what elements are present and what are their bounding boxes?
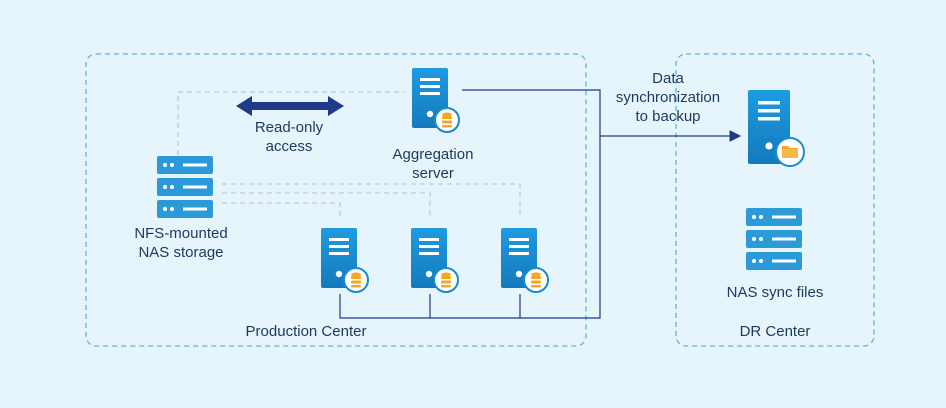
server-database-icon — [320, 227, 369, 293]
sync-line-2: synchronization — [615, 89, 721, 106]
read-only-line-1: Read-only — [254, 119, 324, 136]
aggregation-line-1: Aggregation — [392, 146, 474, 163]
dr-center-label: DR Center — [739, 323, 811, 340]
aggregation-server-label: Aggregation server — [374, 145, 492, 183]
server-folder-icon — [747, 89, 805, 167]
production-center-label: Production Center — [245, 323, 367, 340]
server-database-icon — [411, 67, 460, 133]
sync-line-3: to backup — [635, 108, 701, 125]
server-database-icon — [500, 227, 549, 293]
aggregation-line-2: server — [412, 165, 454, 182]
double-arrow-icon — [236, 96, 344, 116]
nas-storage-label: NFS-mounted NAS storage — [118, 224, 244, 262]
read-only-line-2: access — [265, 138, 313, 155]
sync-label: Data synchronization to backup — [602, 69, 734, 126]
production-center-region — [85, 53, 587, 347]
sync-line-1: Data — [652, 70, 684, 87]
storage-stack-icon — [157, 156, 213, 218]
read-only-access-label: Read-only access — [244, 118, 334, 156]
nas-dashed-links — [177, 91, 521, 216]
nas-storage-line-2: NAS storage — [138, 244, 224, 261]
network-links — [339, 89, 601, 319]
dr-center-region — [675, 53, 875, 347]
nas-storage-line-1: NFS-mounted — [134, 225, 228, 242]
nas-sync-files-label: NAS sync files — [726, 284, 824, 301]
storage-stack-icon — [746, 208, 802, 270]
server-database-icon — [410, 227, 459, 293]
